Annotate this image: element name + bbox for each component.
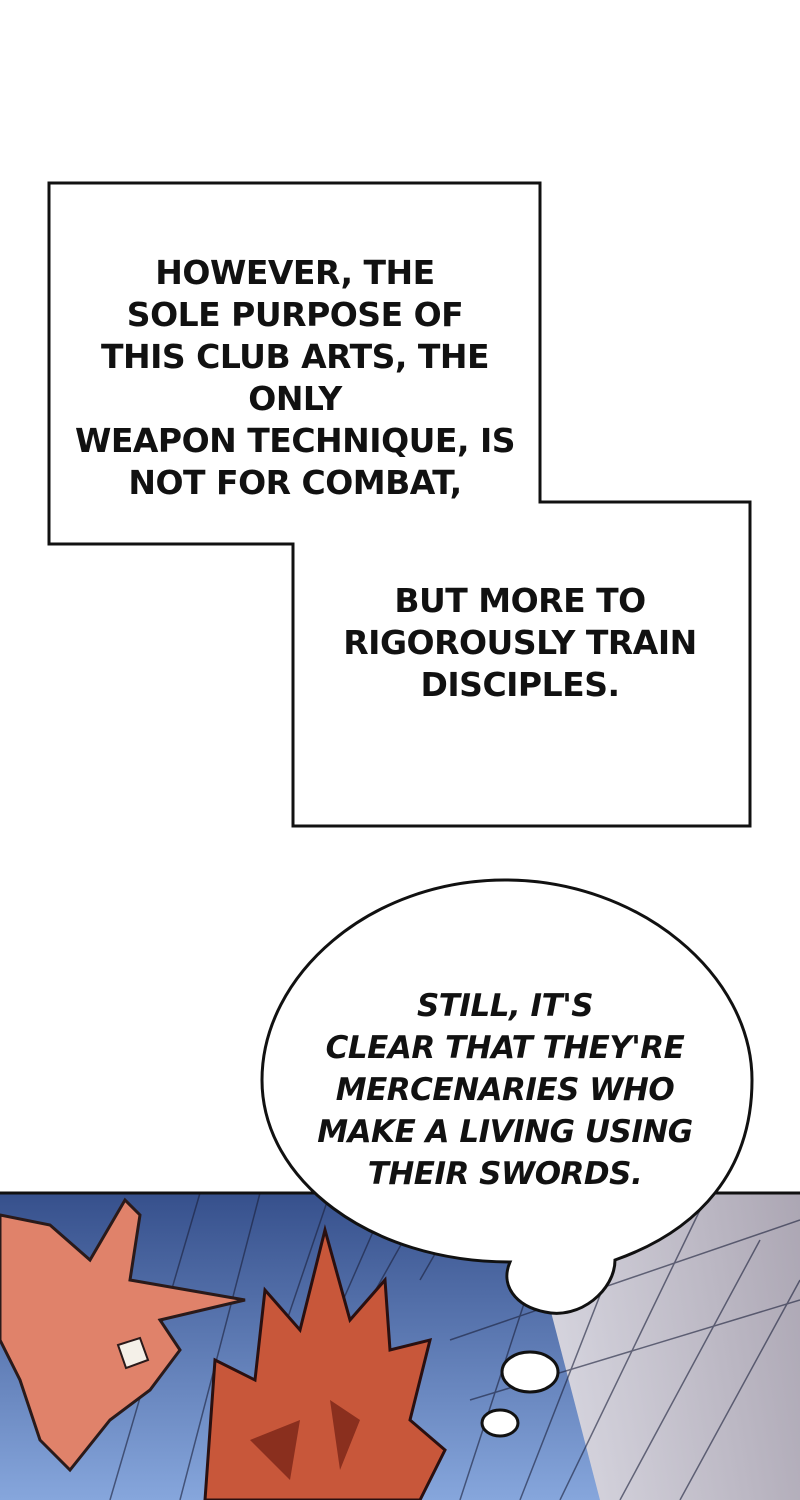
caption-line: RIGOROUSLY TRAIN: [343, 623, 697, 662]
speech-line: CLEAR THAT THEY'RE: [325, 1030, 685, 1066]
caption-line: BUT MORE TO: [394, 581, 646, 620]
speech-line: STILL, IT'S: [416, 988, 594, 1024]
caption-line: DISCIPLES.: [420, 665, 621, 704]
speech-line: THEIR SWORDS.: [367, 1156, 643, 1192]
caption-line: NOT FOR COMBAT,: [128, 463, 462, 502]
speech-line: MAKE A LIVING USING: [317, 1114, 693, 1150]
caption-line: HOWEVER, THE: [155, 253, 435, 292]
caption-line: THIS CLUB ARTS, THE ONLY: [100, 337, 490, 418]
flying-hand: [0, 1197, 246, 1473]
speech-bubble-text: STILL, IT'S CLEAR THAT THEY'RE MERCENARI…: [285, 985, 725, 1195]
speech-line: MERCENARIES WHO: [335, 1072, 675, 1108]
caption-line: SOLE PURPOSE OF: [126, 295, 464, 334]
caption-line: WEAPON TECHNIQUE, IS: [74, 421, 516, 460]
character-hair: [203, 1224, 447, 1500]
caption-bottom-text: BUT MORE TO RIGOROUSLY TRAIN DISCIPLES.: [305, 580, 735, 706]
caption-top-text: HOWEVER, THE SOLE PURPOSE OF THIS CLUB A…: [60, 252, 530, 504]
